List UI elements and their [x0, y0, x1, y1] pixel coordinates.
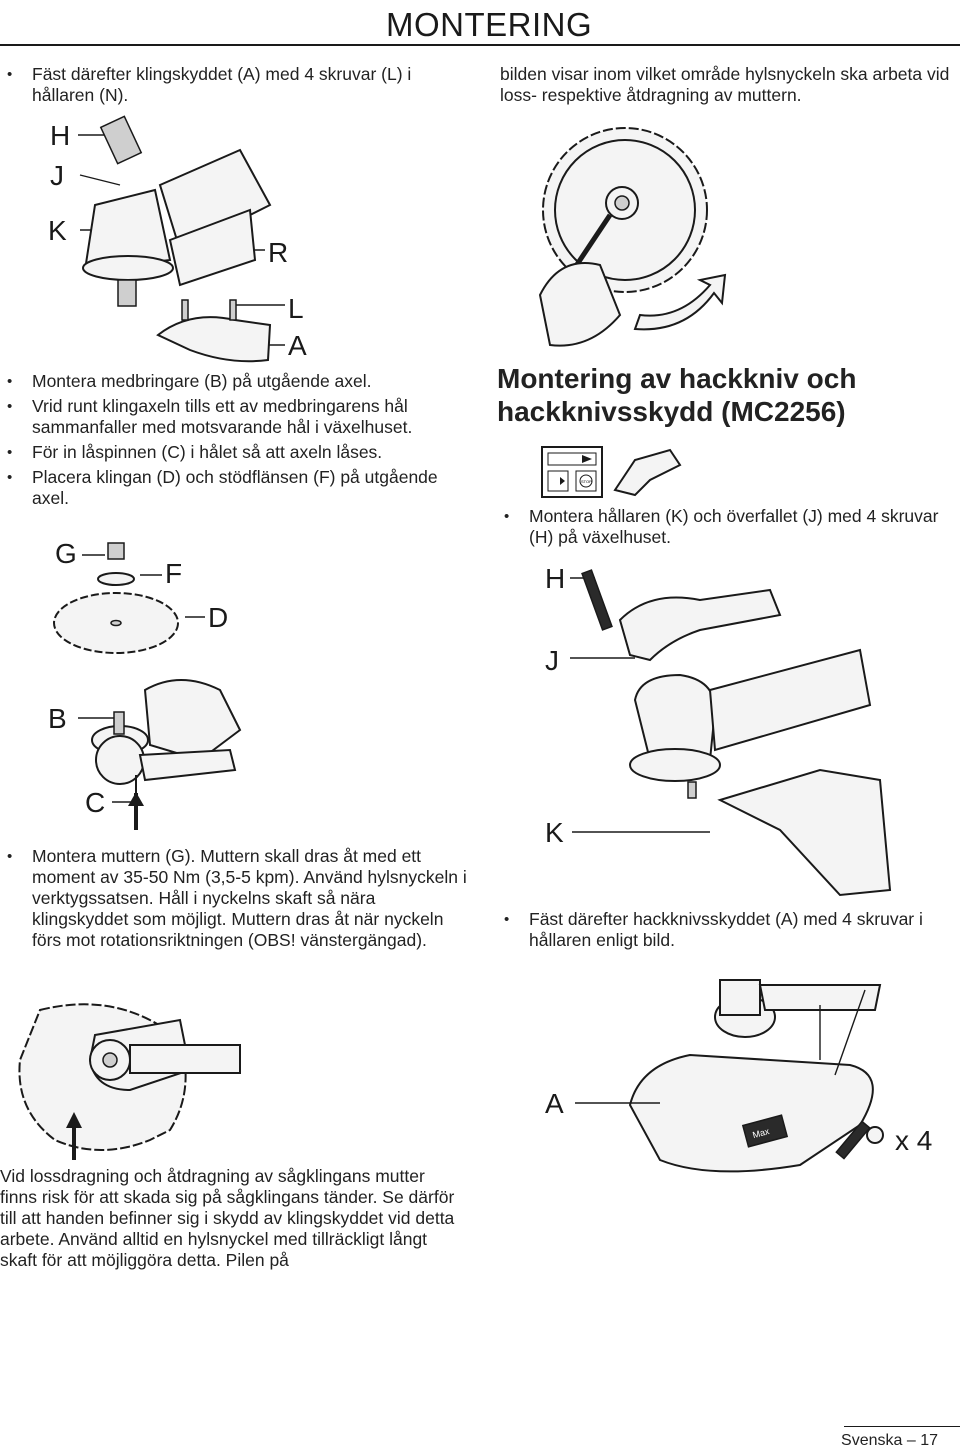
- label-j2: J: [545, 645, 559, 676]
- label-j: J: [50, 160, 64, 191]
- svg-text:STOP: STOP: [581, 479, 592, 484]
- svg-text:Max: Max: [751, 1126, 770, 1140]
- flange-icon: [97, 572, 135, 586]
- arrow-right-icon: [552, 455, 592, 463]
- list-item: Placera klingan (D) och stödflänsen (F) …: [0, 467, 470, 509]
- label-k: K: [48, 215, 67, 246]
- label-c: C: [85, 787, 105, 818]
- label-h: H: [50, 120, 70, 151]
- list-item: Fäst därefter klingskyddet (A) med 4 skr…: [0, 64, 440, 106]
- list-item: För in låspinnen (C) i hålet så att axel…: [0, 442, 470, 463]
- figure-holder-mounting: H J K: [545, 563, 892, 897]
- label-k2: K: [545, 817, 564, 848]
- page-number: Svenska – 17: [841, 1432, 938, 1449]
- label-f: F: [165, 558, 182, 589]
- footer-rule: [844, 1426, 960, 1427]
- label-r: R: [268, 237, 288, 268]
- arrow-small-icon: [552, 477, 565, 485]
- figure-lock-pin: B C: [48, 679, 242, 830]
- up-arrow-icon: [66, 1112, 82, 1128]
- label-b: B: [48, 703, 67, 734]
- label-a: A: [288, 330, 307, 361]
- label-x4: x 4: [895, 1125, 932, 1156]
- stop-icon: [579, 474, 593, 488]
- section-heading: Montering av hackkniv och hackknivsskydd…: [497, 363, 857, 427]
- screw-icon: [835, 1120, 871, 1160]
- list-item: Vrid runt klingaxeln tills ett av medbri…: [0, 396, 470, 438]
- list-item: Montera muttern (G). Muttern skall dras …: [0, 846, 470, 951]
- up-arrow-icon: [128, 792, 144, 806]
- figure-guard-top-view: [18, 1003, 241, 1160]
- figure-knife-guard: A x 4 Max: [545, 979, 932, 1173]
- right-low-text: Fäst därefter hackknivsskyddet (A) med 4…: [497, 909, 957, 955]
- figure-guard-mounting: H J K R L A: [48, 115, 307, 363]
- figure-blade-assembly: G F D: [53, 538, 228, 654]
- right-top-text: bilden visar inom vilket område hylsnyck…: [500, 64, 950, 105]
- glove-icon: [613, 448, 682, 497]
- label-a2: A: [545, 1088, 564, 1119]
- left-mid-text: Montera medbringare (B) på utgående axel…: [0, 371, 470, 513]
- label-g: G: [55, 538, 77, 569]
- rotation-arrow-icon: [633, 273, 727, 331]
- bottom-paragraph: Vid lossdragning och åtdragning av sågkl…: [0, 1166, 455, 1270]
- list-item: Fäst därefter hackknivsskyddet (A) med 4…: [497, 909, 957, 951]
- header-rule: [0, 44, 960, 46]
- label-d: D: [208, 602, 228, 633]
- screw-icon: [581, 569, 613, 631]
- left-low-text: Montera muttern (G). Muttern skall dras …: [0, 846, 470, 955]
- label-l: L: [288, 293, 304, 324]
- right-mid-text: Montera hållaren (K) och överfallet (J) …: [497, 506, 957, 552]
- nut-icon: [107, 542, 125, 560]
- figure-wrench-blade: [538, 127, 727, 347]
- list-item: Montera medbringare (B) på utgående axel…: [0, 371, 470, 392]
- list-item: Montera hållaren (K) och överfallet (J) …: [497, 506, 957, 548]
- hand-icon: [538, 262, 622, 347]
- figure-tool-icons: STOP: [541, 446, 682, 498]
- label-h2: H: [545, 563, 565, 594]
- page-header-title: MONTERING: [386, 6, 593, 43]
- left-top-text: Fäst därefter klingskyddet (A) med 4 skr…: [0, 64, 440, 110]
